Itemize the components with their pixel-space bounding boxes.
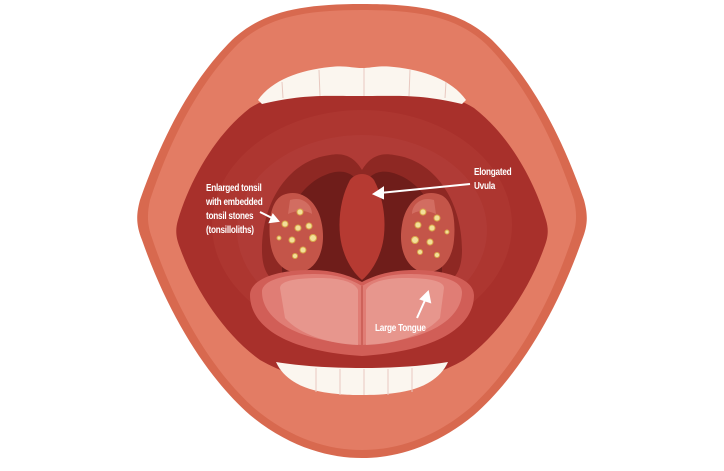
uvula xyxy=(339,174,385,280)
uvula-label-line-1: Elongated xyxy=(474,167,512,178)
tonsil-label-line-2: with embedded xyxy=(206,197,263,208)
uvula-label-line-2: Uvula xyxy=(474,181,496,192)
tonsil-label-line-3: tonsil stones xyxy=(206,211,254,222)
left-tonsil xyxy=(269,193,324,273)
tonsil-label: Enlarged tonsil with embedded tonsil sto… xyxy=(206,182,263,238)
upper-teeth xyxy=(258,66,466,104)
tongue-arrow xyxy=(416,297,427,319)
tongue-label-line-1: Large Tongue xyxy=(375,323,426,334)
uvula-arrow xyxy=(379,183,471,194)
right-tonsil xyxy=(400,193,455,273)
uvula-label: Elongated Uvula xyxy=(474,166,512,194)
tongue xyxy=(250,270,474,356)
tongue-label: Large Tongue xyxy=(375,322,426,336)
tonsil-label-line-4: (tonsilloliths) xyxy=(206,225,254,236)
annotation-arrows xyxy=(259,183,471,319)
tonsil-label-line-1: Enlarged tonsil xyxy=(206,183,262,194)
lower-teeth xyxy=(276,362,448,395)
